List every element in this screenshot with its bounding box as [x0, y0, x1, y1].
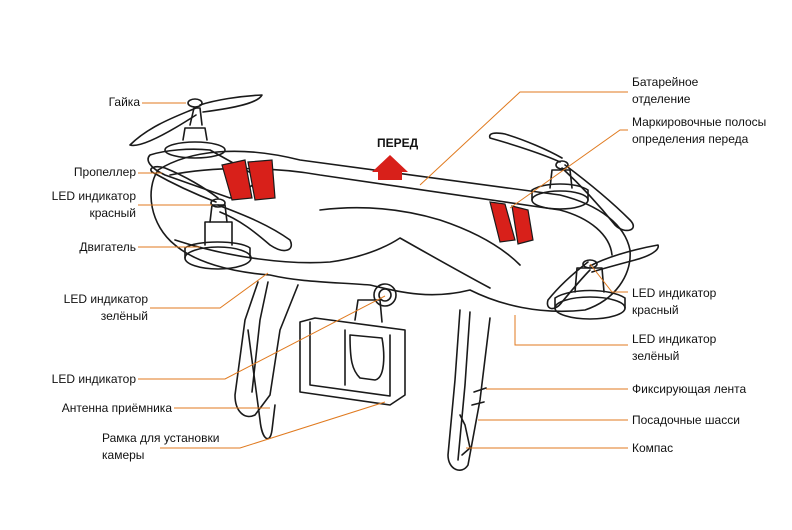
- landing-gear-right: [447, 309, 491, 471]
- label-motor: Двигатель: [79, 240, 136, 254]
- stripe-front-2: [511, 205, 534, 245]
- leader-stripes: [509, 129, 628, 209]
- label-battery-line1: Батарейное: [632, 75, 699, 89]
- leader-battery: [419, 91, 628, 186]
- leader-led-green-right: [514, 315, 628, 346]
- compass: [459, 414, 471, 456]
- label-battery: Батарейное отделение: [632, 74, 698, 108]
- label-landing-gear: Посадочные шасси: [632, 413, 740, 427]
- fixing-strap: [471, 387, 487, 406]
- label-stripes-line1: Маркировочные полосы: [632, 115, 767, 129]
- label-led-green-left-line1: LED индикатор: [63, 292, 148, 306]
- propeller-front-left-blade-a: [217, 204, 292, 252]
- label-battery-line2: отделение: [632, 92, 691, 106]
- leader-led: [138, 295, 386, 380]
- stripe-rear-1: [221, 159, 253, 201]
- leader-led-red-right: [589, 263, 628, 293]
- label-strap: Фиксирующая лента: [632, 382, 747, 396]
- label-led-red-left-line2: красный: [89, 206, 136, 220]
- label-led: LED индикатор: [51, 372, 136, 386]
- label-led-green-left: LED индикатор зелёный: [55, 291, 148, 325]
- label-stripes-line2: определения переда: [632, 132, 749, 146]
- propeller-rear-left-blade-b: [199, 94, 263, 113]
- camera-mount-frame: [299, 317, 406, 406]
- label-led-green-left-line2: зелёный: [100, 309, 148, 323]
- label-propeller: Пропеллер: [73, 165, 136, 179]
- label-camera-mount-line1: Рамка для установки: [102, 431, 220, 445]
- label-led-red-left: LED индикатор красный: [44, 188, 136, 222]
- label-led-red-right-line1: LED индикатор: [632, 286, 717, 300]
- label-nut: Гайка: [108, 95, 140, 109]
- label-antenna: Антенна приёмника: [61, 401, 172, 415]
- led-indicator: [373, 283, 397, 307]
- propeller-rear-right-blade-b: [488, 132, 563, 163]
- label-led-green-right: LED индикатор зелёный: [632, 331, 716, 365]
- label-led-green-right-line1: LED индикатор: [632, 332, 717, 346]
- propeller-front-right-blade-a: [589, 244, 659, 273]
- front-arrow: [372, 155, 408, 180]
- drone-body: [150, 150, 631, 313]
- label-camera-mount-line2: камеры: [102, 448, 145, 462]
- label-led-green-right-line2: зелёный: [632, 349, 680, 363]
- stripe-rear-2: [247, 159, 276, 201]
- leader-led-green-left: [150, 272, 269, 309]
- front-label: ПЕРЕД: [377, 136, 419, 150]
- leader-camera: [160, 401, 386, 449]
- label-camera-mount: Рамка для установки камеры: [102, 430, 219, 464]
- label-led-red-right: LED индикатор красный: [632, 285, 716, 319]
- propeller-rear-right-blade-a: [561, 164, 635, 232]
- label-led-red-left-line1: LED индикатор: [51, 189, 136, 203]
- landing-gear-left: [234, 281, 299, 418]
- propeller-front-left-blade-b: [150, 165, 219, 203]
- label-compass: Компас: [632, 441, 674, 455]
- propeller-rear-left-blade-a: [129, 107, 197, 147]
- stripe-front-1: [489, 201, 516, 243]
- label-led-red-right-line2: красный: [632, 303, 679, 317]
- propeller-front-right-blade-b: [546, 261, 591, 310]
- label-stripes: Маркировочные полосы определения переда: [632, 114, 766, 148]
